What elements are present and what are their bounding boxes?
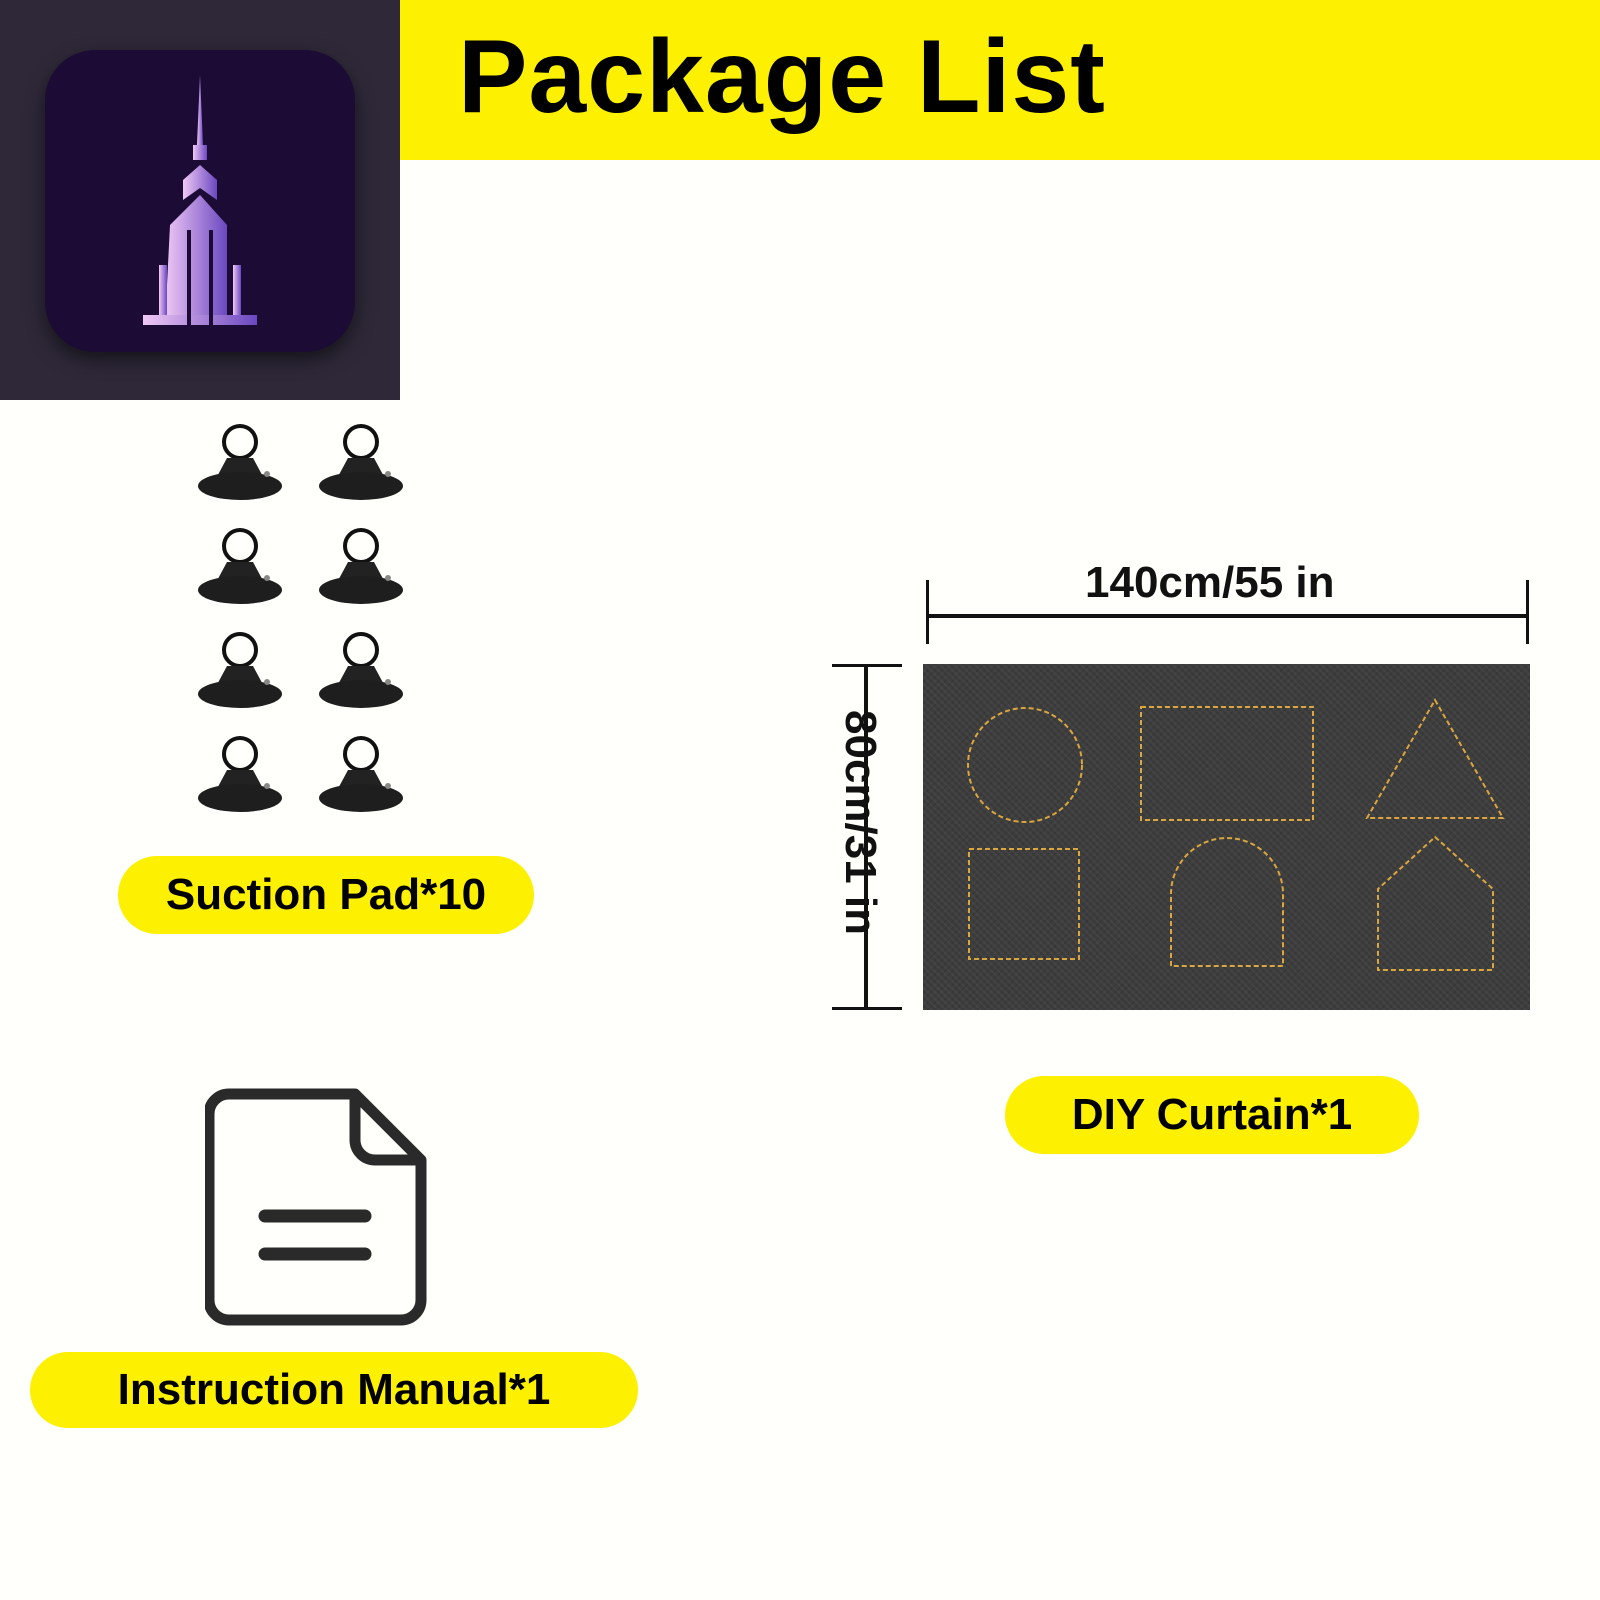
height-dimension [832,664,902,1010]
height-label: 80cm/31 in [836,710,885,936]
suction-pad [195,628,285,718]
triangle-shape [1365,697,1505,819]
suction-pad [316,524,406,614]
logo-panel [0,0,400,400]
app-logo [45,50,355,352]
document-icon [205,1088,427,1326]
circle-shape [967,707,1083,823]
width-label: 140cm/55 in [1085,558,1335,607]
title-banner [400,0,1600,160]
pentagon-shape [1377,835,1494,971]
suction-pad [195,732,285,822]
suction-pads-image [195,420,425,820]
rectangle-shape [1140,706,1314,821]
arch-shape [1170,837,1284,967]
width-dimension [926,580,1529,644]
suction-pad [316,732,406,822]
skyscraper-icon [143,75,257,325]
suction-pad [316,420,406,510]
suction-pad [316,628,406,718]
square-shape [968,848,1080,960]
suction-pad [195,420,285,510]
suction-pad-label: Suction Pad*10 [118,856,534,934]
page-title: Package List [458,19,1106,135]
diy-curtain-image [923,664,1530,1010]
suction-pad [195,524,285,614]
diy-curtain-label: DIY Curtain*1 [1005,1076,1419,1154]
instruction-manual-label: Instruction Manual*1 [30,1352,638,1428]
